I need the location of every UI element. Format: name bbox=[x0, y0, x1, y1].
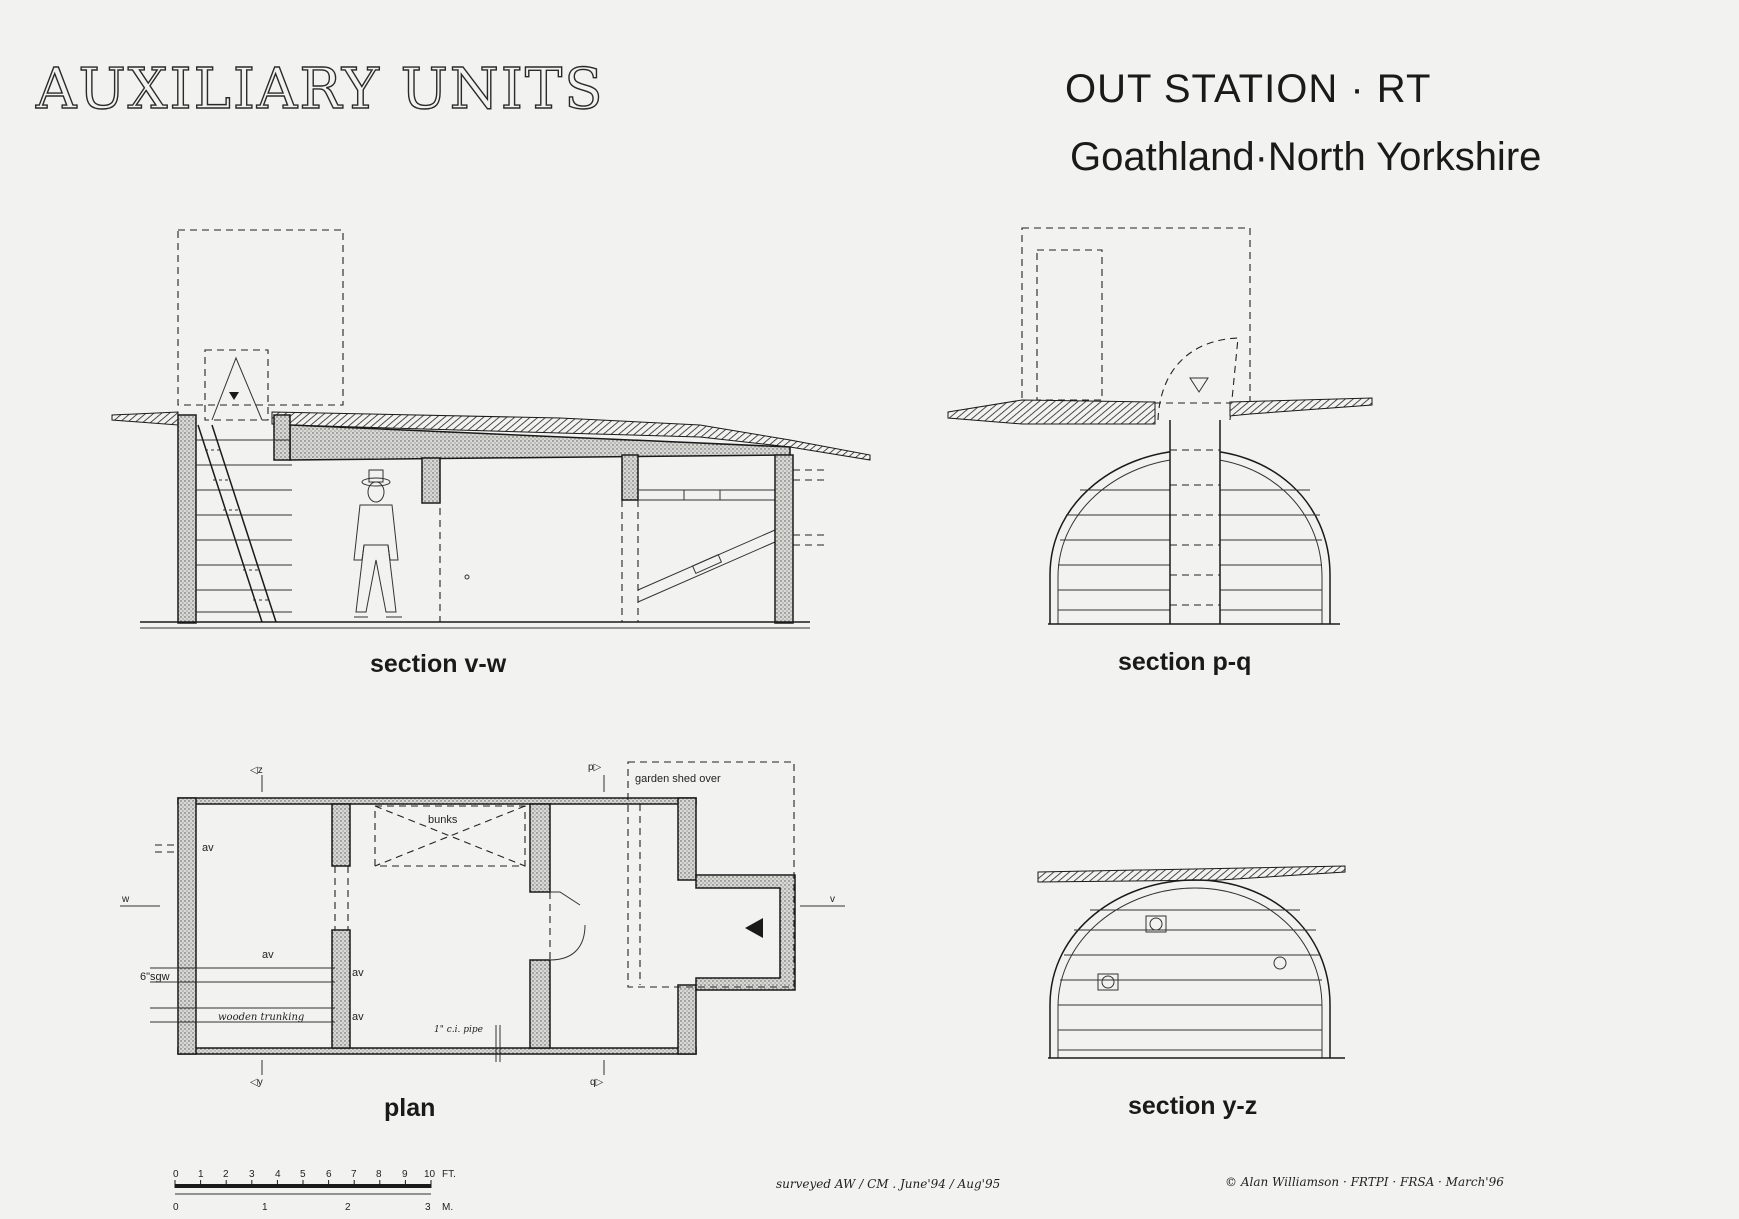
marker-v: v bbox=[830, 894, 835, 905]
caption-plan: plan bbox=[384, 1094, 435, 1122]
plan-drawing bbox=[120, 761, 845, 1075]
scale-feet-labels: 0 1 2 3 4 5 6 7 8 9 10 FT. 0 1 2 3 M. bbox=[173, 1169, 456, 1213]
m-tick-1: 1 bbox=[262, 1202, 268, 1213]
ft-tick-7: 7 bbox=[351, 1169, 357, 1180]
section-pq-drawing bbox=[947, 227, 1373, 625]
marker-q: q▷ bbox=[590, 1077, 604, 1088]
marker-z: ◁z bbox=[250, 765, 263, 776]
wooden-trunking-label: wooden trunking bbox=[218, 1012, 304, 1023]
m-tick-0: 0 bbox=[173, 1202, 179, 1213]
m-tick-2: 2 bbox=[345, 1202, 351, 1213]
section-yz-drawing bbox=[1037, 865, 1346, 1059]
av-label-1: av bbox=[202, 842, 214, 854]
ft-tick-10: 10 bbox=[424, 1169, 436, 1180]
scale-bar bbox=[174, 1180, 432, 1195]
m-unit: M. bbox=[442, 1202, 453, 1213]
ft-tick-4: 4 bbox=[275, 1169, 281, 1180]
ft-tick-9: 9 bbox=[402, 1169, 408, 1180]
m-tick-3: 3 bbox=[425, 1202, 431, 1213]
caption-section-yz: section y-z bbox=[1128, 1092, 1257, 1120]
av-label-3: av bbox=[352, 967, 364, 979]
caption-section-vw: section v-w bbox=[370, 650, 507, 678]
ft-tick-1: 1 bbox=[198, 1169, 204, 1180]
ft-unit: FT. bbox=[442, 1169, 456, 1180]
marker-p: p▷ bbox=[588, 762, 602, 773]
marker-y: ◁y bbox=[250, 1077, 263, 1088]
ft-tick-2: 2 bbox=[223, 1169, 229, 1180]
section-vw-drawing bbox=[111, 229, 871, 629]
sgw-label: 6"sgw bbox=[140, 971, 170, 983]
ft-tick-3: 3 bbox=[249, 1169, 255, 1180]
ci-pipe-label: 1" c.i. pipe bbox=[434, 1025, 483, 1035]
ft-tick-0: 0 bbox=[173, 1169, 179, 1180]
garden-shed-label: garden shed over bbox=[635, 773, 721, 785]
station-title: OUT STATION · RT bbox=[1065, 67, 1431, 111]
copyright-note: © Alan Williamson · FRTPI · FRSA · March… bbox=[1225, 1175, 1504, 1189]
ft-tick-6: 6 bbox=[326, 1169, 332, 1180]
av-label-4: av bbox=[352, 1011, 364, 1023]
main-title: AUXILIARY UNITS bbox=[35, 57, 605, 122]
ft-tick-8: 8 bbox=[376, 1169, 382, 1180]
surveyed-note: surveyed AW / CM . June'94 / Aug'95 bbox=[776, 1177, 1000, 1191]
bunks-label: bunks bbox=[428, 814, 458, 826]
av-label-2: av bbox=[262, 949, 274, 961]
caption-section-pq: section p-q bbox=[1118, 648, 1251, 676]
ft-tick-5: 5 bbox=[300, 1169, 306, 1180]
location-title: Goathland·North Yorkshire bbox=[1070, 135, 1541, 179]
marker-w: w bbox=[121, 894, 130, 905]
